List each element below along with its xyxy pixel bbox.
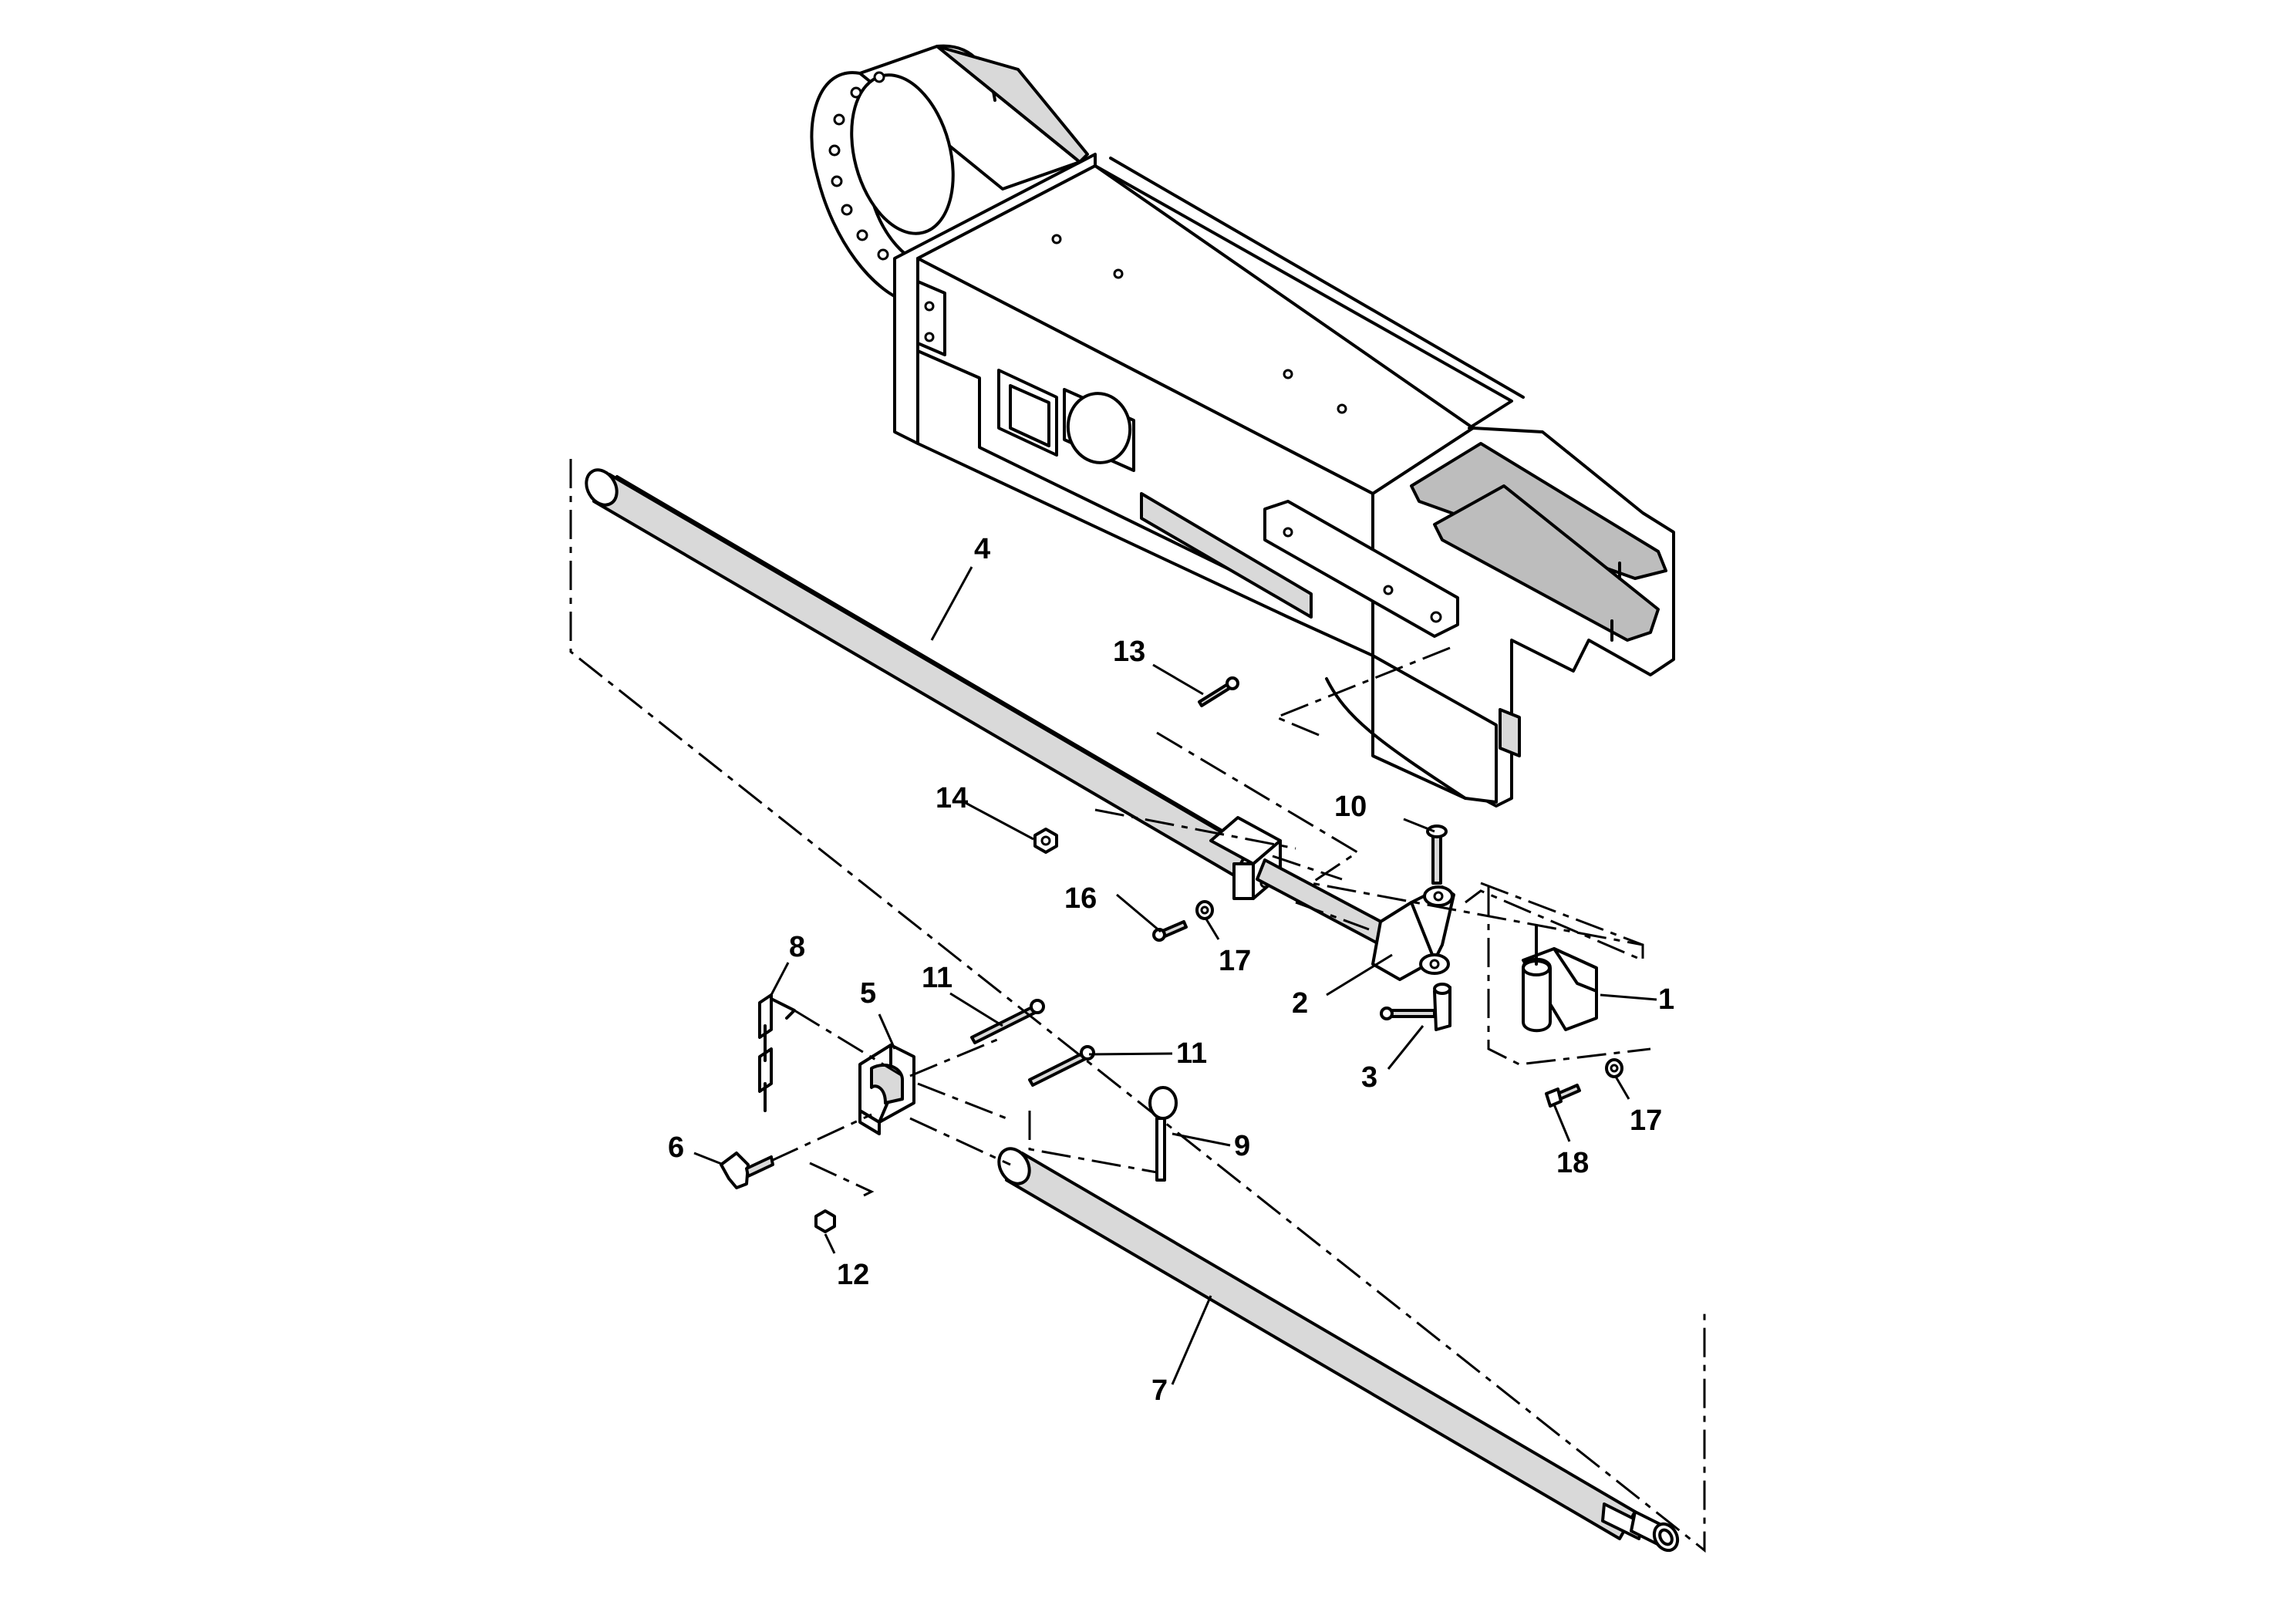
tube-part-4 [585, 468, 1251, 877]
callout-12: 12 [837, 1259, 869, 1291]
boom-frame-assembly [810, 44, 1675, 808]
callout-7: 7 [1151, 1374, 1168, 1407]
callout-17b: 17 [1630, 1104, 1662, 1137]
clamp-part-5 [858, 1044, 915, 1135]
nut-part-14 [1033, 828, 1058, 854]
assembly-reference-lines [569, 459, 1706, 1553]
callout-9: 9 [1234, 1130, 1250, 1162]
bolt-part-11a [970, 999, 1045, 1044]
bolt-part-11b [1028, 1045, 1095, 1087]
callout-14: 14 [936, 782, 968, 814]
callout-1: 1 [1658, 983, 1674, 1016]
handle-part-6 [720, 1152, 774, 1189]
tube-clamp-bracket [1209, 816, 1282, 900]
washer-part-17b [1605, 1058, 1623, 1078]
support-arm-part-2 [1256, 858, 1455, 981]
callout-6: 6 [668, 1131, 684, 1164]
callout-5: 5 [860, 977, 876, 1010]
tube-part-7 [997, 1147, 1680, 1553]
chain-part-8 [758, 993, 796, 1112]
callout-13: 13 [1113, 636, 1145, 668]
bolt-part-13 [1198, 676, 1239, 707]
pin-part-9 [1148, 1086, 1178, 1182]
callout-8: 8 [789, 931, 805, 963]
callout-labels: 1 2 3 4 5 6 7 8 9 10 11 11 12 13 14 16 1… [668, 533, 1674, 1407]
callout-10: 10 [1334, 791, 1367, 823]
callout-3: 3 [1361, 1061, 1377, 1094]
washer-part-17a [1195, 900, 1214, 920]
callout-18: 18 [1556, 1147, 1589, 1179]
callout-11a: 11 [922, 962, 952, 994]
callout-11b: 11 [1176, 1037, 1207, 1070]
callout-16: 16 [1064, 882, 1097, 915]
callout-4: 4 [974, 533, 990, 565]
nut-part-12 [814, 1209, 836, 1233]
callout-17a: 17 [1219, 945, 1251, 977]
bolt-part-10 [1426, 824, 1448, 885]
callout-2: 2 [1292, 987, 1308, 1020]
callout-leaders [693, 566, 1657, 1385]
ring-bolt-holes [828, 71, 889, 261]
bolt-part-18 [1545, 1084, 1581, 1108]
pin-part-3 [1380, 983, 1451, 1031]
bracket-part-1 [1522, 924, 1598, 1033]
